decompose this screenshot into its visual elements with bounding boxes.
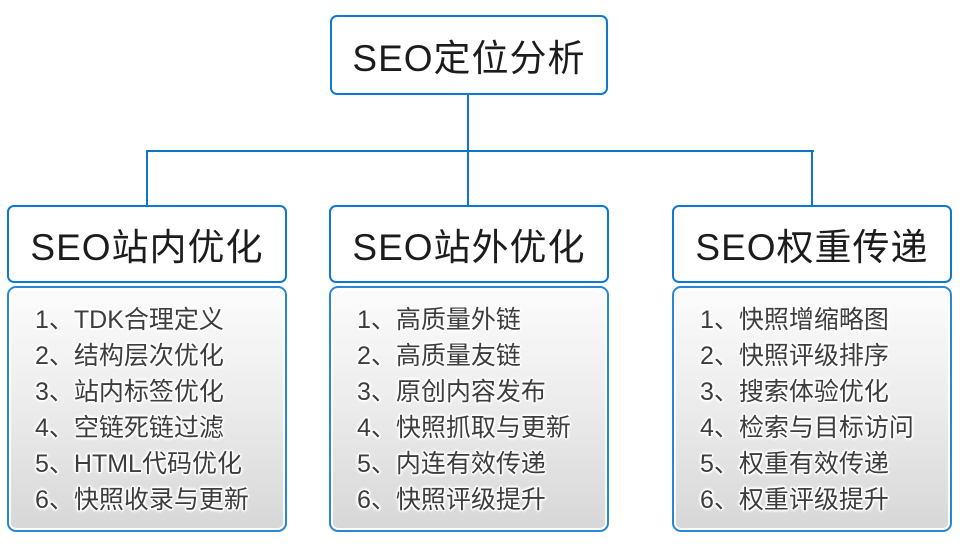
list-item: 1、快照增缩略图 (700, 306, 889, 334)
connector-root-stem (467, 95, 469, 152)
list-item: 4、检索与目标访问 (700, 414, 914, 442)
root-node: SEO定位分析 (330, 15, 608, 95)
column-title: SEO站内优化 (30, 227, 264, 268)
list-item: 3、原创内容发布 (357, 378, 546, 406)
root-title: SEO定位分析 (352, 38, 586, 79)
column-title: SEO站外优化 (352, 227, 586, 268)
column-header-offsite: SEO站外优化 (329, 205, 609, 283)
list-item: 5、内连有效传递 (357, 450, 546, 478)
connector-drop-right (811, 150, 813, 205)
list-item: 5、HTML代码优化 (35, 450, 242, 478)
list-item: 2、高质量友链 (357, 342, 521, 370)
column-panel-offsite: 1、高质量外链 2、高质量友链 3、原创内容发布 4、快照抓取与更新 5、内连有… (329, 286, 609, 532)
list-item: 3、搜索体验优化 (700, 378, 889, 406)
list-item: 1、高质量外链 (357, 306, 521, 334)
connector-drop-center (467, 150, 469, 205)
list-item: 4、快照抓取与更新 (357, 414, 571, 442)
list-item: 6、权重评级提升 (700, 486, 889, 514)
column-panel-onsite: 1、TDK合理定义 2、结构层次优化 3、站内标签优化 4、空链死链过滤 5、H… (7, 286, 287, 532)
list-item: 6、快照收录与更新 (35, 486, 249, 514)
list-item: 4、空链死链过滤 (35, 414, 224, 442)
list-item: 6、快照评级提升 (357, 486, 546, 514)
column-header-onsite: SEO站内优化 (7, 205, 287, 283)
connector-drop-left (146, 150, 148, 205)
list-item: 5、权重有效传递 (700, 450, 889, 478)
connector-horizontal-bar (146, 150, 814, 152)
column-panel-weight: 1、快照增缩略图 2、快照评级排序 3、搜索体验优化 4、检索与目标访问 5、权… (672, 286, 952, 532)
list-item: 2、快照评级排序 (700, 342, 889, 370)
list-item: 3、站内标签优化 (35, 378, 224, 406)
list-item: 1、TDK合理定义 (35, 306, 224, 334)
column-title: SEO权重传递 (695, 227, 929, 268)
column-header-weight: SEO权重传递 (672, 205, 952, 283)
list-item: 2、结构层次优化 (35, 342, 224, 370)
